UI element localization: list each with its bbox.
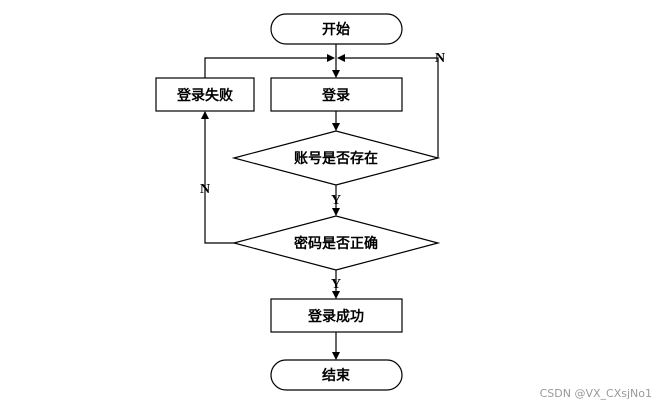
login-success-label: 登录成功 xyxy=(307,308,364,325)
password-correct-label: 密码是否正确 xyxy=(293,235,378,252)
account-yes-label: Y xyxy=(331,193,341,208)
start-node: 开始 xyxy=(270,13,403,45)
login-failed-label: 登录失败 xyxy=(176,87,234,104)
account-exists-decision: 账号是否存在 xyxy=(231,130,441,186)
end-label: 结束 xyxy=(322,367,351,384)
password-correct-decision: 密码是否正确 xyxy=(231,215,441,271)
edge-account-no-loop xyxy=(337,54,439,158)
account-no-label: N xyxy=(435,51,445,66)
account-exists-label: 账号是否存在 xyxy=(294,150,378,167)
login-success-node: 登录成功 xyxy=(270,298,403,333)
login-node: 登录 xyxy=(270,77,403,112)
end-node: 结束 xyxy=(270,359,403,391)
edge-failed-to-login-loop xyxy=(204,54,335,78)
login-failed-node: 登录失败 xyxy=(155,77,255,112)
password-yes-label: Y xyxy=(331,277,341,292)
edge-password-no-to-failed xyxy=(201,111,234,244)
start-label: 开始 xyxy=(322,21,350,38)
login-label: 登录 xyxy=(321,87,350,104)
watermark: CSDN @VX_CXsjNo1 xyxy=(539,387,652,400)
password-no-label: N xyxy=(200,182,210,197)
